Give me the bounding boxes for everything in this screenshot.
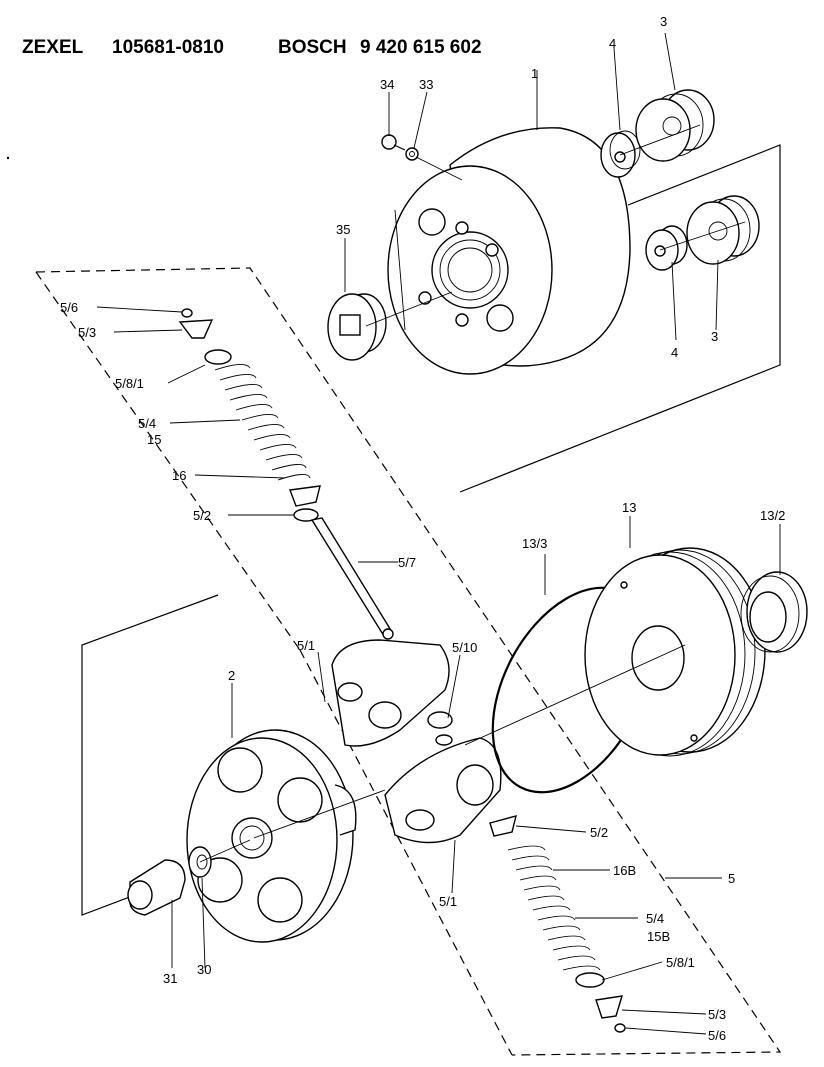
label-16: 16	[172, 468, 186, 483]
label-4-upper: 4	[609, 36, 616, 51]
label-5-1-lower: 5/1	[439, 894, 457, 909]
label-4-lower: 4	[671, 345, 678, 360]
cover-part-3-upper	[635, 89, 715, 162]
label-13-2: 13/2	[760, 508, 785, 523]
seal-part-4-upper	[600, 130, 641, 178]
label-5: 5	[728, 871, 735, 886]
valve-body-part-5-1-upper	[331, 639, 453, 747]
endplate-axis	[253, 789, 386, 839]
label-13-3: 13/3	[522, 536, 547, 551]
seal-part-13-2	[740, 571, 808, 653]
housing-part-1	[387, 127, 631, 375]
screw-part-34	[381, 134, 406, 151]
label-5-7: 5/7	[398, 555, 416, 570]
label-5-4-upper: 5/4	[138, 416, 156, 431]
axis-upper	[619, 124, 701, 156]
endplate-part-2	[186, 729, 357, 943]
part-labels: 1 3 4 34 33 35 4 3 5/6 5/3 5/8/1 5/4 15 …	[60, 14, 785, 1043]
cover-axis	[464, 644, 686, 746]
valve-stack-upper	[178, 308, 394, 640]
label-5-2-lower: 5/2	[590, 825, 608, 840]
label-15: 15	[147, 432, 161, 447]
header-brand-bosch: BOSCH	[278, 37, 347, 58]
cover-part-3-lower	[686, 195, 760, 265]
endplate-frame-left	[81, 594, 219, 916]
screw-axis	[415, 156, 463, 181]
assembly-boundary-left	[35, 271, 301, 651]
label-3-lower: 3	[711, 329, 718, 344]
assembly-boundary-dashed	[35, 267, 782, 1056]
label-33: 33	[419, 77, 433, 92]
label-31: 31	[163, 971, 177, 986]
label-3-upper: 3	[660, 14, 667, 29]
label-5-8-1-lower: 5/8/1	[666, 955, 695, 970]
label-13: 13	[622, 500, 636, 515]
label-5-4-lower: 5/4	[646, 911, 664, 926]
header-brand-zexel: ZEXEL	[22, 37, 84, 58]
label-5-3-lower: 5/3	[708, 1007, 726, 1022]
assembly-boundary-lower	[299, 649, 513, 1056]
washer-part-33	[405, 147, 419, 161]
leader-lines	[96, 32, 781, 1035]
label-15b: 15B	[647, 929, 670, 944]
label-30: 30	[197, 962, 211, 977]
label-5-2-upper: 5/2	[193, 508, 211, 523]
valve-body-part-5-1-lower	[384, 737, 502, 844]
nut-part-31	[127, 859, 186, 916]
washer-axis	[199, 839, 251, 863]
header-zexel-code: 105681-0810	[112, 37, 224, 58]
plug-part-35	[327, 293, 387, 361]
label-16b: 16B	[613, 863, 636, 878]
label-5-1-upper: 5/1	[297, 638, 315, 653]
housing-frame-right	[459, 144, 781, 493]
plug-axis	[365, 291, 453, 327]
label-5-6-upper: 5/6	[60, 300, 78, 315]
axis-lower	[659, 221, 746, 251]
label-1: 1	[531, 66, 538, 81]
label-2: 2	[228, 668, 235, 683]
cover-part-13	[584, 547, 766, 757]
label-5-6-lower: 5/6	[708, 1028, 726, 1043]
label-35: 35	[336, 222, 350, 237]
label-5-10: 5/10	[452, 640, 477, 655]
stray-dot	[6, 156, 10, 160]
label-5-8-1-upper: 5/8/1	[115, 376, 144, 391]
label-5-3-upper: 5/3	[78, 325, 96, 340]
label-34: 34	[380, 77, 394, 92]
valve-stack-lower	[489, 815, 626, 1033]
header-bosch-code: 9 420 615 602	[360, 37, 482, 58]
